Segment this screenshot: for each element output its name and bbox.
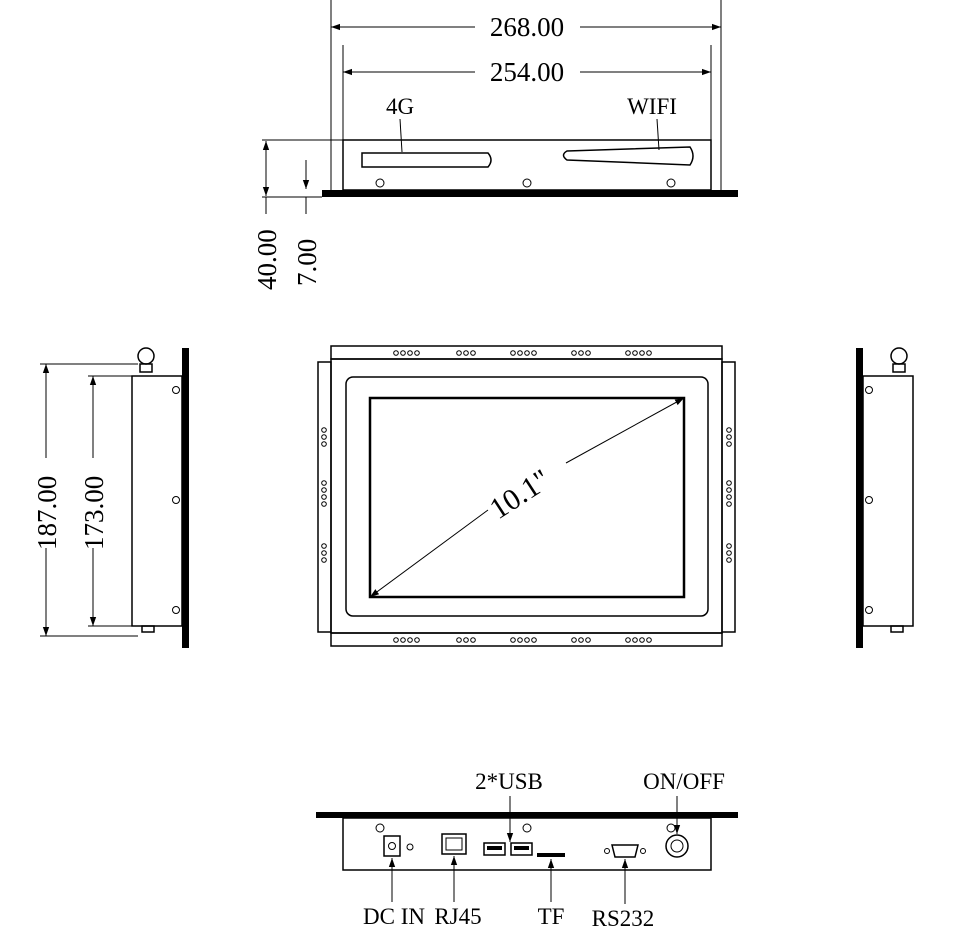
antenna-wifi	[562, 146, 694, 166]
right-side-view	[856, 347, 914, 648]
front-left-bracket	[317, 361, 332, 633]
front-top-bracket	[330, 345, 723, 360]
front-right-bracket	[721, 361, 736, 633]
dc-in-port	[383, 835, 401, 857]
overall-depth-dimension: 40.00	[252, 139, 343, 290]
bottom-flange	[316, 812, 738, 818]
overall-depth-label: 40.00	[252, 229, 282, 290]
bottom-io-view: DC IN RJ45 2*USB TF RS232 ON/OFF	[316, 769, 738, 931]
front-frame	[330, 358, 723, 634]
flange-thickness-label: 7.00	[292, 239, 322, 286]
right-side-flange	[856, 348, 863, 648]
bottom-housing	[342, 817, 712, 871]
usb-port-2	[510, 842, 533, 856]
antenna-wifi-label: WIFI	[627, 94, 677, 119]
display-area	[368, 396, 686, 599]
usb-label: 2*USB	[475, 769, 543, 794]
inner-width-label: 254.00	[490, 57, 564, 87]
overall-height-label: 187.00	[32, 476, 62, 550]
front-bottom-bracket	[330, 632, 723, 647]
screen-size-label: 10.1"	[484, 463, 556, 526]
inner-width-dimension: 254.00	[343, 57, 711, 87]
rs232-port	[611, 844, 639, 858]
inner-height-label: 173.00	[79, 476, 109, 550]
tf-slot	[537, 853, 565, 857]
antenna-4g-label: 4G	[386, 94, 414, 119]
top-flange	[322, 190, 738, 197]
overall-height-dimension: 187.00	[32, 363, 138, 637]
flange-thickness-dimension: 7.00	[292, 160, 322, 286]
top-view: 268.00 254.00 4G WIFI 40.00	[252, 0, 738, 290]
left-side-view: 187.00 173.00	[32, 347, 189, 648]
rs232-label: RS232	[592, 906, 655, 931]
power-switch	[665, 834, 689, 858]
antenna-4g	[361, 152, 492, 168]
overall-width-label: 268.00	[490, 12, 564, 42]
rj45-port	[441, 833, 467, 855]
side-flange	[182, 348, 189, 648]
tf-label: TF	[538, 904, 565, 929]
dc-in-label: DC IN	[363, 904, 425, 929]
overall-width-dimension: 268.00	[331, 12, 721, 42]
power-switch-label: ON/OFF	[643, 769, 725, 794]
front-view: 10.1"	[317, 345, 736, 647]
rj45-label: RJ45	[434, 904, 481, 929]
inner-height-dimension: 173.00	[79, 375, 132, 627]
usb-port-1	[483, 842, 506, 856]
right-side-housing	[862, 375, 914, 627]
front-bezel	[345, 376, 709, 617]
